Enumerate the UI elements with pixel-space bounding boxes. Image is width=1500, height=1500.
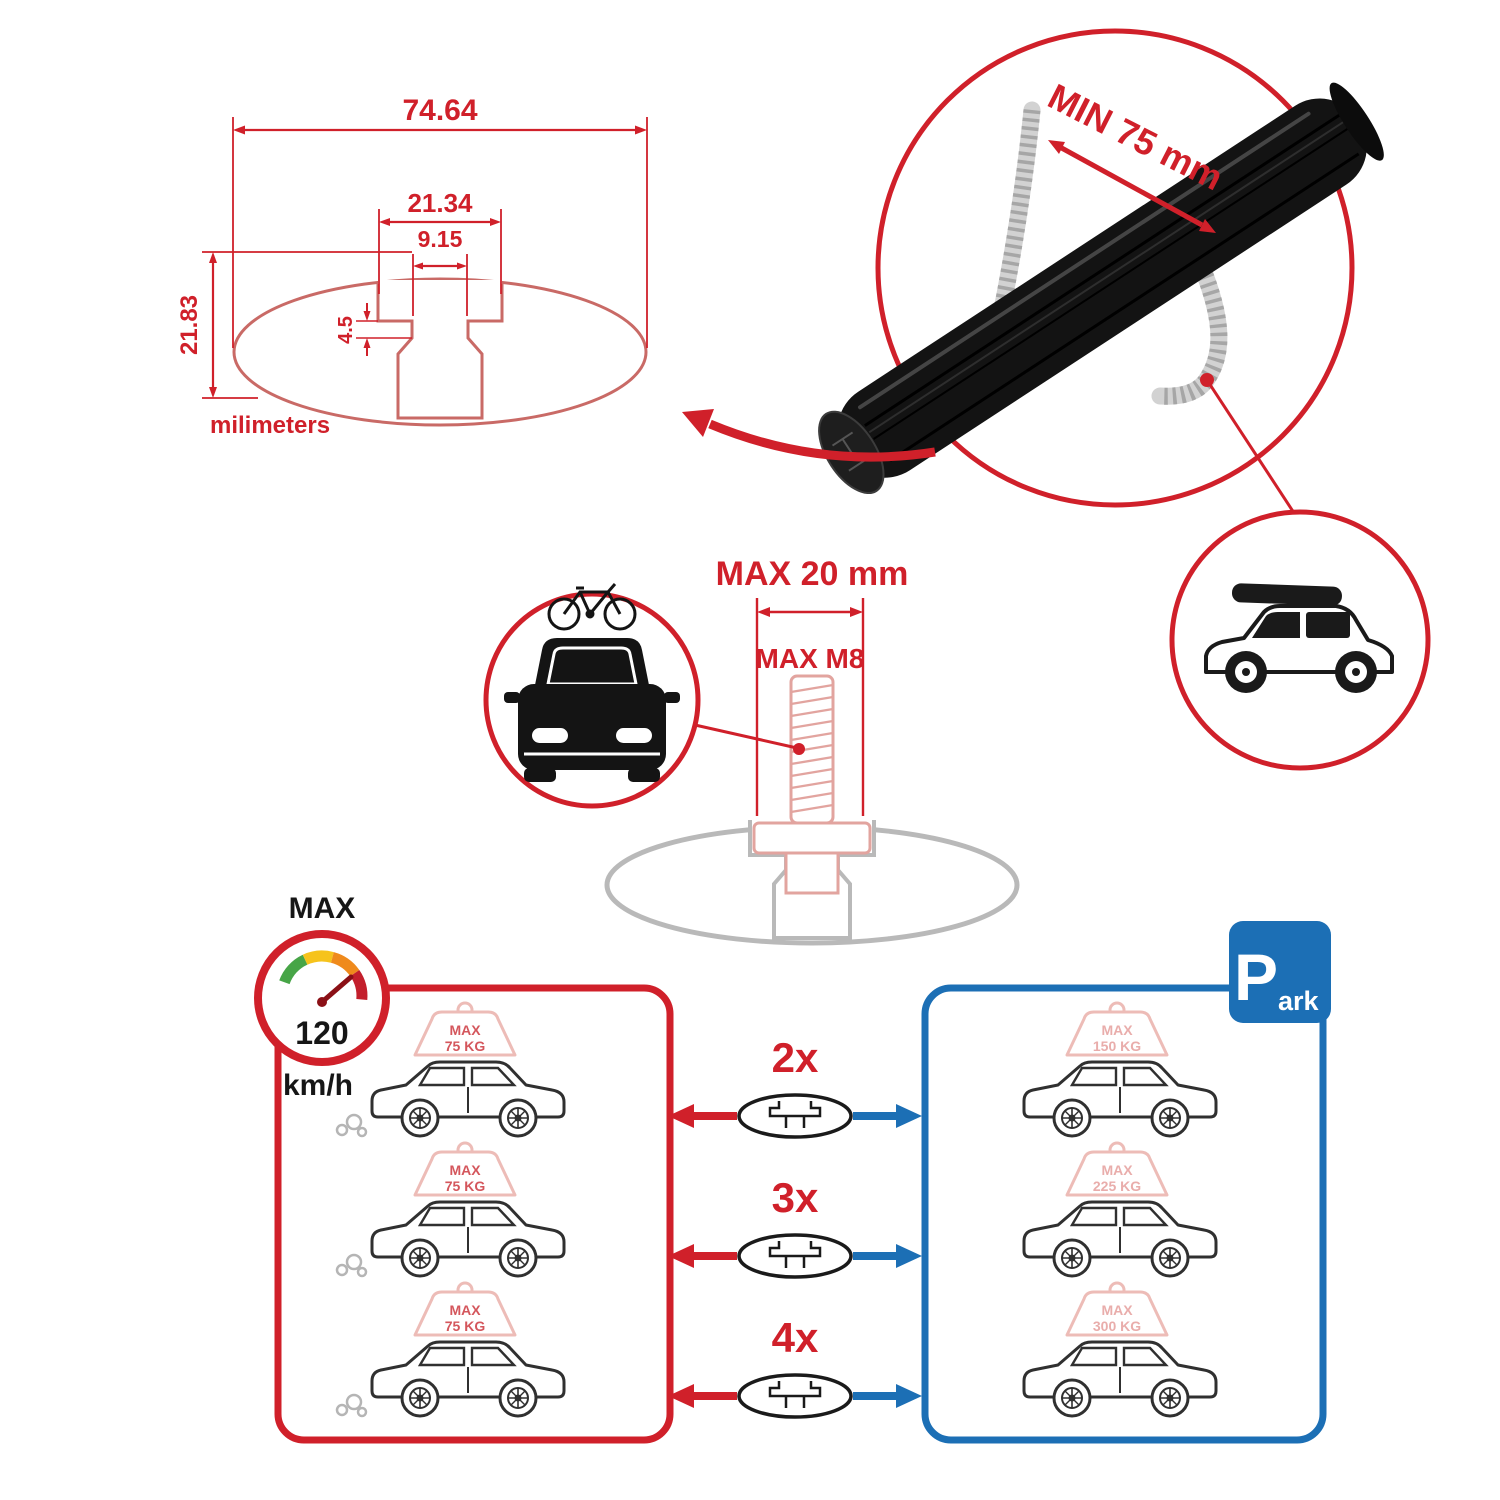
roof-load-line1: MAX [1101,1302,1133,1318]
roof-load-badge: MAX 150 KG [1065,1001,1169,1057]
comparison-row: MAX 75 KG 2x MAX 150 KG [335,1001,1216,1139]
roof-load-line2: 150 KG [1093,1038,1141,1054]
bicycle-icon [547,583,637,631]
crossbar-detail-circle: MIN 75 mm [682,28,1384,517]
bolt-max-thread-label: MAX M8 [756,643,865,674]
dimension-slot-inner [412,254,468,316]
roof-load-line1: MAX [1101,1162,1133,1178]
profile-t-slot-outline [376,284,504,420]
roof-load-line1: MAX [1101,1022,1133,1038]
park-sign-p: P [1234,940,1278,1014]
crossbar-count-icon [737,1093,853,1139]
dimension-total-width-label: 74.64 [402,94,477,127]
detail-circle-outline [875,28,1355,508]
dimension-lip-depth [356,303,412,356]
arrow-left-red-icon [668,1104,737,1128]
bike-car-circle [483,583,701,809]
roof-load-line2: 75 KG [445,1178,486,1194]
bolt-width-dimension [755,598,865,828]
roof-load-line1: MAX [449,1022,481,1038]
arrow-to-dimension-drawing-icon [682,409,936,462]
bolt-max-width-label: MAX 20 mm [716,555,909,593]
connector-to-suv-circle [1205,379,1298,517]
profile-slot-mask [378,280,502,418]
roof-load-line1: MAX [449,1162,481,1178]
bolt-dimension-diagram: MAX 20 mm MAX M8 [483,555,1020,946]
car-front-icon [504,638,680,782]
speedometer-max-label: MAX [289,892,356,925]
dimension-profile-height [202,251,412,399]
speedometer-unit: km/h [283,1069,353,1102]
roof-load-badge: MAX 75 KG [413,1001,517,1057]
dimension-slot-outer-label: 21.34 [407,188,473,218]
profile-dimension-diagram: 74.64 21.34 9.15 4.5 [176,94,648,439]
crossbar-count-label: 3x [772,1174,819,1221]
pointer-to-bolt [694,723,798,750]
min-span-label: MIN 75 mm [1042,75,1230,198]
roof-load-badge: MAX 75 KG [413,1281,517,1337]
comparison-row: MAX 75 KG 4x MAX 300 KG [335,1281,1216,1419]
roof-load-line2: 75 KG [445,1038,486,1054]
crossbar-3d-render [818,82,1384,495]
park-sign-ark: ark [1278,986,1320,1016]
dimension-slot-outer [378,209,502,294]
arrow-right-blue-icon [853,1104,922,1128]
pointer-dot [793,743,805,755]
crossbar-count-label: 4x [772,1314,819,1361]
roof-load-badge: MAX 300 KG [1065,1281,1169,1337]
roof-load-line1: MAX [449,1302,481,1318]
exhaust-puffs-icon [335,1253,368,1278]
roof-load-badge: MAX 225 KG [1065,1141,1169,1197]
suv-with-roofbox-icon [1204,583,1394,693]
exhaust-puffs-icon [335,1393,368,1418]
crossbar-count-icon [737,1233,853,1279]
crossbar-count-label: 2x [772,1034,819,1081]
speedometer-needle [319,974,354,1005]
arrow-right-blue-icon [853,1384,922,1408]
arrow-left-red-icon [668,1244,737,1268]
speedometer-gauge-arcs [279,950,368,1000]
speedometer: MAX 120 km/h [254,892,390,1102]
exhaust-puffs-icon [335,1113,368,1138]
dimension-unit-label: milimeters [210,412,330,439]
dimension-profile-height-label: 21.83 [176,295,203,355]
arrow-right-blue-icon [853,1244,922,1268]
roof-load-badge: MAX 75 KG [413,1141,517,1197]
roofbox-suv-circle [1169,509,1431,771]
roof-load-line2: 225 KG [1093,1178,1141,1194]
speedometer-value: 120 [295,1015,348,1051]
dimension-slot-inner-label: 9.15 [418,226,463,252]
gray-t-slot-outline [748,820,876,940]
dimension-lip-depth-label: 4.5 [335,316,357,344]
min-span-arrow [1048,140,1216,233]
profile-oval-outline [232,277,648,427]
roof-load-line2: 300 KG [1093,1318,1141,1334]
park-sign: P ark [1229,921,1331,1023]
arrow-left-red-icon [668,1384,737,1408]
load-comparison-section: P ark MAX 120 km/h [254,892,1331,1444]
crossbar-count-icon [737,1373,853,1419]
t-bolt-icon [752,674,872,895]
roof-box-icon [1231,583,1342,606]
dimension-total-width [232,117,648,348]
comparison-row: MAX 75 KG 3x MAX 225 KG [335,1141,1216,1279]
roof-load-line2: 75 KG [445,1318,486,1334]
